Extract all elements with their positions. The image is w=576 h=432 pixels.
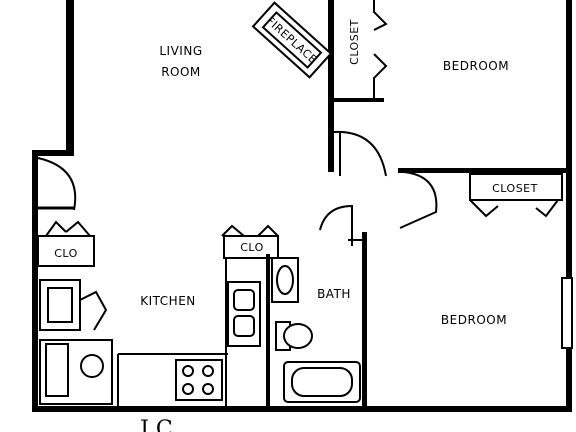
fireplace-icon: FIREPLACE bbox=[251, 1, 333, 79]
bath-label: BATH bbox=[317, 287, 351, 301]
living-room-label-2: ROOM bbox=[161, 65, 201, 79]
kitchen-label: KITCHEN bbox=[140, 294, 196, 308]
closet-right: CLOSET bbox=[469, 173, 563, 218]
living-room-label-1: LIVING bbox=[159, 44, 202, 58]
kitchen-bath-wall bbox=[266, 254, 270, 406]
bathtub-icon bbox=[283, 361, 361, 403]
entry-top-wall bbox=[36, 150, 74, 156]
plan-caption: J C bbox=[138, 417, 173, 432]
refrigerator-icon bbox=[39, 339, 113, 405]
closet-right-label: CLOSET bbox=[492, 182, 538, 195]
toilet-bowl-icon bbox=[283, 323, 313, 349]
clo-kitchen-label: CLO bbox=[240, 241, 264, 254]
closet-top: CLOSET bbox=[348, 0, 388, 98]
closet-vertical-label: CLOSET bbox=[348, 19, 361, 65]
window-east bbox=[561, 277, 573, 349]
room-labels: LIVING ROOM BEDROOM BEDROOM KITCHEN BATH bbox=[140, 44, 509, 327]
clo-kitchen: CLO bbox=[221, 224, 279, 259]
clo-left: CLO bbox=[37, 220, 95, 267]
entry-door bbox=[37, 157, 77, 211]
living-bedroom-wall bbox=[328, 0, 334, 172]
bedroom-bottom-label: BEDROOM bbox=[441, 313, 507, 327]
bath-bedroom-wall bbox=[362, 232, 367, 408]
walls bbox=[32, 0, 572, 412]
east-exterior-wall bbox=[566, 0, 572, 412]
south-exterior-wall bbox=[32, 406, 572, 412]
living-west-wall bbox=[66, 0, 74, 156]
kitchen-appliances bbox=[39, 258, 261, 406]
closet-bottom-wall bbox=[334, 98, 384, 102]
bath-sink-icon bbox=[271, 257, 299, 303]
stove-icon bbox=[175, 359, 223, 401]
clo-left-label: CLO bbox=[54, 247, 78, 260]
bedroom-top-label: BEDROOM bbox=[443, 59, 509, 73]
bath-fixtures bbox=[271, 257, 361, 403]
bedroom-divider-wall bbox=[398, 168, 570, 173]
west-exterior-wall bbox=[32, 150, 38, 412]
hall-doors bbox=[319, 130, 438, 246]
